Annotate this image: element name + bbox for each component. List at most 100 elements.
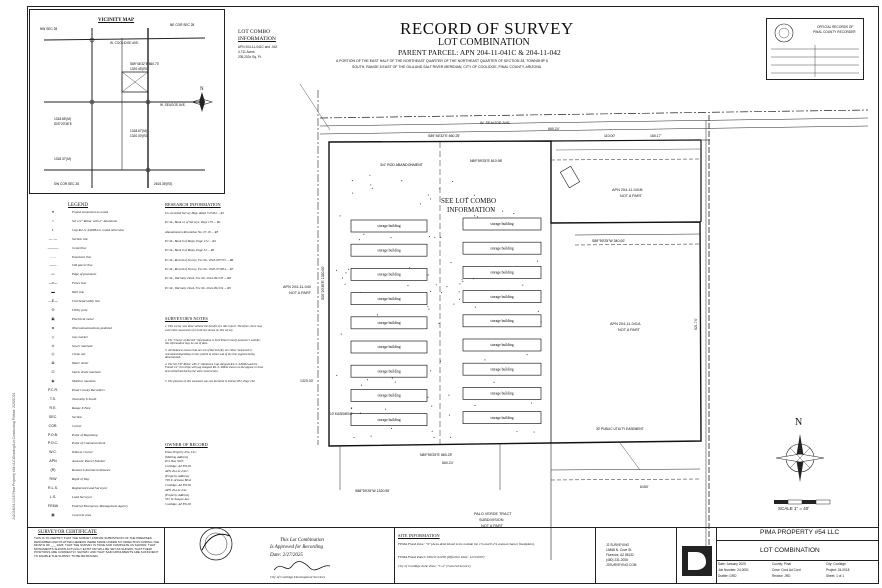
survey-point [526, 354, 528, 356]
survey-point [427, 274, 429, 276]
legend-item: L.S.Land Surveyor [38, 495, 92, 499]
research-item: P.C.R., Book 6 of Maps, Page 52 ... R5 [165, 248, 215, 253]
legend-symbol: ʘ [51, 307, 55, 312]
storage-building [350, 219, 428, 233]
legend-symbol: APN [49, 459, 57, 464]
survey-point [371, 187, 373, 189]
storage-building [350, 292, 428, 305]
survey-point [435, 284, 437, 286]
survey-point [536, 260, 539, 262]
bottom-divider-4 [676, 527, 677, 584]
lot-combo-line-2: 4.711 Acres [238, 50, 255, 54]
legend-symbol: ◇ [51, 334, 55, 339]
storage-building-label: storage building [490, 416, 513, 420]
svg-text:1320.45'(R2): 1320.45'(R2) [130, 67, 148, 71]
title-block-rule [716, 540, 878, 541]
survey-point [369, 174, 371, 176]
storage-building-label: storage building [490, 295, 513, 299]
legend-label: Point of Commencement [72, 441, 106, 446]
owner-line: APN 204-11-041C [165, 468, 189, 473]
recorder-line-2: PINAL COUNTY RECORDER [813, 30, 856, 34]
legend-label: Overhead utility line [72, 299, 100, 303]
legend-symbol: R.L.S. [48, 485, 58, 490]
title-desc-1: A PORTION OF THE EAST HALF OF THE NORTHE… [336, 59, 548, 63]
legend-label: Centerline [72, 245, 87, 250]
survey-point [453, 303, 455, 305]
research-item: P.C.R., Record of Survey, Fee No. 2018-0… [165, 257, 234, 262]
research-item: Un-recorded Survey Map, dated 7/25/84 ..… [165, 211, 225, 215]
legend-symbol: ▣ [51, 316, 55, 321]
svg-text:3/4" ROD ABANDONMENT: 3/4" ROD ABANDONMENT [380, 163, 424, 167]
legend-symbol: P.O.B. [47, 432, 59, 437]
legend-label: Land Surveyor [72, 494, 93, 499]
legend-symbol: P.C.R. [47, 388, 59, 392]
bottom-divider-1 [164, 527, 165, 584]
survey-point [502, 210, 504, 212]
svg-text:S89°46'32"E 660.25': S89°46'32"E 660.25' [428, 134, 460, 138]
note-item: 2. The "Owner of Record" information is … [165, 337, 261, 346]
survey-point [446, 286, 448, 288]
owner-line: 535 W. Seagoe Ave. [165, 497, 190, 502]
surveyor-web: J2SURVEYING.COM [606, 563, 637, 567]
survey-point [390, 237, 392, 239]
survey-point [493, 381, 495, 383]
research-heading: RESEARCH INFORMATION [165, 202, 221, 207]
legend-label: Easement line [72, 254, 92, 259]
legend-item: ⊙Sewer manhole [38, 344, 92, 348]
svg-text:10' EASEMENT: 10' EASEMENT [330, 412, 353, 416]
storage-building [350, 243, 428, 257]
owner-line: P.O. Box 5025 [165, 459, 184, 464]
survey-point [458, 291, 460, 293]
storage-buildings: storage building storage building storage … [350, 217, 542, 426]
legend-symbol: ⊡ [51, 370, 55, 375]
legend-item: —x—Fence line [38, 281, 87, 285]
legend-item: ▣Electrical meter [38, 317, 94, 321]
survey-point [428, 308, 430, 310]
legend-symbol: ● [51, 210, 55, 214]
certificate-heading: SURVEYOR CERTIFICATE [38, 530, 97, 535]
legend-item: R.L.S.Registered Land Surveyor [38, 486, 107, 490]
legend-symbol: — — [48, 236, 58, 241]
legend-item: P.C.R.Pinal County Recorders [38, 388, 105, 392]
approval-signature [273, 561, 331, 571]
recorder-stamp: OFFICIAL RECORDS OF PINAL COUNTY RECORDE… [766, 18, 864, 80]
apn-left: APN 204-11-040 [283, 285, 312, 289]
note-item: 4. The Set 5/8" Rebar with 2" Aluminum C… [165, 361, 264, 373]
legend-symbol: W.C. [49, 450, 57, 455]
tract-label-2: SUBDIVISION [479, 518, 504, 522]
storage-building-label: storage building [377, 224, 400, 228]
scale-label: SCALE 1" = 40' [778, 506, 810, 511]
legend-item: ———Centerline [38, 245, 87, 250]
storage-building [350, 364, 428, 378]
notes-heading: SURVEYOR'S NOTES [165, 316, 208, 321]
legend-label: Set 1/2" Rebar with 2" Aluminum [72, 218, 118, 223]
survey-point [459, 283, 461, 285]
title-block-review: Review: JRD [772, 574, 791, 578]
survey-point [530, 402, 533, 404]
site-info-line: FEMA Flood Zone: "X" (Area determined to… [398, 542, 535, 546]
legend-item: ●Found monument as noted [38, 210, 108, 214]
legend-item: ◇Gas marker [38, 334, 89, 339]
lot-combo-line-1: APN 204-11-041C and -042 [238, 45, 278, 49]
legend-label: Cap R.L.S. #49984 or noted otherwise [72, 227, 124, 232]
survey-point [370, 435, 372, 437]
site-info-heading: SITE INFORMATION [398, 533, 440, 538]
tract-label: PALO VERDE TRACT [474, 512, 512, 516]
svg-text:SW COR SEC 28: SW COR SEC 28 [54, 182, 79, 186]
survey-point [363, 233, 365, 235]
surveyor-address-1: 14868 N. Cove St. [606, 548, 633, 552]
owner-line: Pima Property #54, LLC [165, 450, 197, 454]
title-desc-2: SOUTH, RANGE 8 EAST OF THE GILA AND SALT… [352, 65, 542, 69]
svg-text:1318.85'(M): 1318.85'(M) [54, 117, 71, 121]
title-block-drafter: Drafter: DRD [718, 574, 737, 578]
research-item: Abandonment Resolution No. 07-16 ... R3 [165, 229, 219, 234]
storage-building [462, 387, 542, 400]
legend-item: COR.Corner [38, 424, 82, 428]
survey-point [448, 414, 451, 416]
legend-item: ◉Monitor manhole [38, 379, 95, 383]
svg-text:521.74': 521.74' [694, 318, 698, 330]
legend-label: Utility pole [72, 307, 88, 312]
survey-point [367, 379, 369, 381]
